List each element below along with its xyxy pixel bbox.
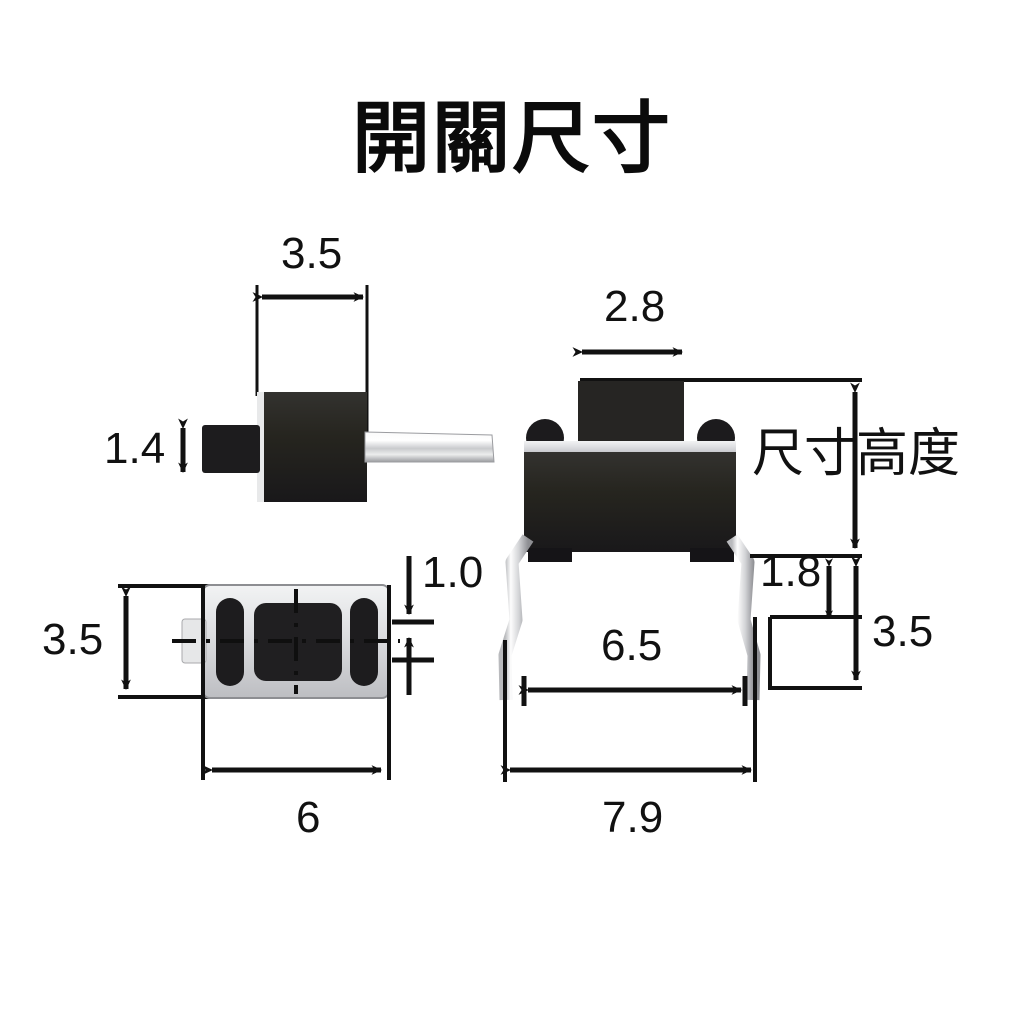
smd-actuator <box>202 425 260 473</box>
view-tht-front <box>498 347 862 701</box>
dim-label-2p8: 2.8 <box>604 282 666 331</box>
tht-lead-right <box>726 534 761 701</box>
smd-body-edge <box>257 392 264 502</box>
tht-housing <box>524 452 736 552</box>
tht-foot-left <box>528 548 572 562</box>
dim-label-1p4: 1.4 <box>104 424 166 473</box>
dim-label-1p0: 1.0 <box>422 548 484 597</box>
dim-label-3p5-top: 3.5 <box>281 229 343 278</box>
view-tht-span <box>500 617 757 782</box>
view-smd-top <box>118 556 434 780</box>
dim-label-6p5: 6.5 <box>601 621 663 670</box>
tht-foot-right <box>690 548 734 562</box>
smd-body <box>257 392 367 502</box>
dim-label-height-cn: 尺寸高度 <box>752 424 961 484</box>
dim-label-7p9: 7.9 <box>602 793 664 842</box>
dim-label-1p8: 1.8 <box>760 547 822 596</box>
tht-button-cap <box>578 381 684 447</box>
view-smd-side <box>178 285 495 502</box>
tht-lead-left <box>498 534 534 701</box>
dim-label-6: 6 <box>296 793 321 842</box>
tht-housing-rim <box>524 441 736 455</box>
smd-lead <box>364 431 495 463</box>
dim-label-3p5-right: 3.5 <box>872 607 934 656</box>
dim-label-3p5-left: 3.5 <box>42 615 104 664</box>
page-title: 開關尺寸 <box>351 94 672 184</box>
